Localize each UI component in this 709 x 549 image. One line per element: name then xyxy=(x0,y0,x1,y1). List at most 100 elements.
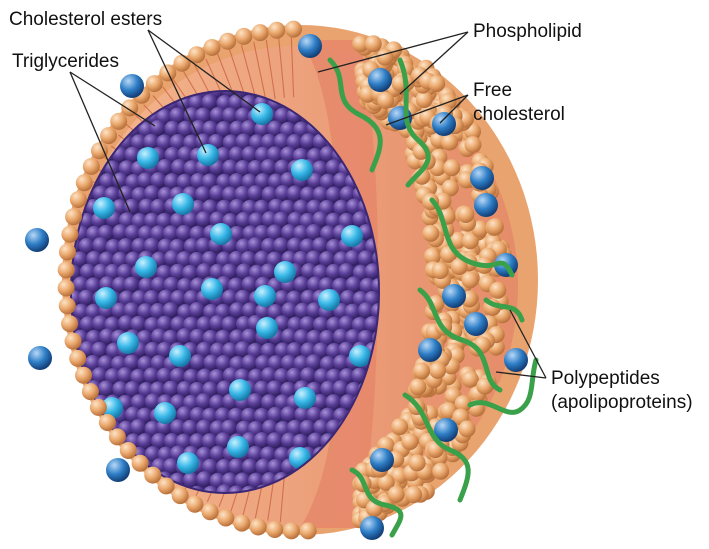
phospholipid-head xyxy=(186,496,203,513)
phospholipid-head xyxy=(441,134,458,151)
phospholipid-head xyxy=(109,428,126,445)
cholesterol-ester xyxy=(154,402,176,424)
triglyceride xyxy=(72,485,88,501)
triglyceride xyxy=(118,238,134,254)
phospholipid-head xyxy=(462,371,479,388)
triglyceride xyxy=(124,277,140,293)
triglyceride xyxy=(91,108,107,124)
cholesterol-ester xyxy=(318,289,340,311)
triglyceride xyxy=(72,458,88,474)
free-cholesterol xyxy=(106,458,130,482)
cholesterol-ester xyxy=(117,332,139,354)
phospholipid-head xyxy=(83,158,100,175)
triglyceride xyxy=(66,447,82,463)
cholesterol-ester xyxy=(294,387,316,409)
triglyceride xyxy=(260,159,276,175)
cholesterol-ester xyxy=(349,345,371,367)
phospholipid-head xyxy=(203,39,220,56)
triglyceride xyxy=(130,472,146,488)
triglyceride xyxy=(196,420,212,436)
cholesterol-ester xyxy=(95,287,117,309)
phospholipid-head xyxy=(405,486,422,503)
phospholipid-head xyxy=(58,261,75,278)
free-cholesterol xyxy=(470,166,494,190)
cholesterol-ester xyxy=(93,197,115,219)
phospholipid-head xyxy=(158,477,175,494)
phospholipid-head xyxy=(464,136,481,153)
phospholipid-head xyxy=(235,28,252,45)
free-cholesterol xyxy=(370,448,394,472)
phospholipid-head xyxy=(217,510,234,527)
phospholipid-head xyxy=(266,521,283,538)
triglyceride xyxy=(99,485,115,501)
triglyceride xyxy=(65,472,81,488)
phospholipid-head xyxy=(59,244,76,261)
phospholipid-head xyxy=(432,463,449,480)
phospholipid-head xyxy=(76,174,93,191)
cholesterol-ester xyxy=(256,317,278,339)
triglyceride xyxy=(196,393,212,409)
triglyceride xyxy=(189,302,205,318)
phospholipid-head xyxy=(461,271,478,288)
triglyceride xyxy=(73,407,89,423)
phospholipid-head xyxy=(70,191,87,208)
phospholipid-head xyxy=(283,522,300,539)
label-triglycerides: Triglycerides xyxy=(12,50,119,73)
phospholipid-head xyxy=(489,282,506,299)
phospholipid-head xyxy=(416,91,433,108)
cholesterol-ester xyxy=(254,285,276,307)
phospholipid-head xyxy=(409,454,426,471)
label-phospholipid: Phospholipid xyxy=(473,20,582,43)
phospholipid-head xyxy=(391,418,408,435)
triglyceride xyxy=(85,433,101,449)
phospholipid-head xyxy=(487,218,504,235)
triglyceride xyxy=(66,134,82,150)
phospholipid-head xyxy=(75,367,92,384)
triglyceride xyxy=(112,485,128,501)
cholesterol-ester xyxy=(341,225,363,247)
free-cholesterol xyxy=(418,338,442,362)
triglyceride xyxy=(130,419,146,435)
phospholipid-head xyxy=(432,262,449,279)
phospholipid-head xyxy=(376,49,393,66)
triglyceride xyxy=(66,161,82,177)
cholesterol-ester xyxy=(251,103,273,125)
phospholipid-head xyxy=(146,75,163,92)
triglyceride xyxy=(79,420,95,436)
phospholipid-head xyxy=(82,383,99,400)
phospholipid-head xyxy=(58,279,75,296)
label-free-cholesterol-line1: Free xyxy=(473,79,512,102)
phospholipid-head xyxy=(268,22,285,39)
free-cholesterol xyxy=(504,348,528,372)
triglyceride xyxy=(92,447,108,463)
triglyceride xyxy=(67,420,83,436)
triglyceride xyxy=(86,486,102,502)
phospholipid-head xyxy=(219,33,236,50)
phospholipid-head xyxy=(65,208,82,225)
triglyceride xyxy=(150,199,166,215)
phospholipid-head xyxy=(365,35,382,52)
triglyceride xyxy=(163,302,179,318)
triglyceride xyxy=(80,108,96,124)
free-cholesterol xyxy=(25,228,49,252)
free-cholesterol xyxy=(474,193,498,217)
triglyceride xyxy=(80,447,96,463)
free-cholesterol xyxy=(298,34,322,58)
triglyceride xyxy=(98,380,114,396)
triglyceride xyxy=(196,211,212,227)
phospholipid-head xyxy=(99,414,116,431)
triglyceride xyxy=(72,121,88,137)
phospholipid-head xyxy=(110,113,127,130)
free-cholesterol xyxy=(442,284,466,308)
triglyceride xyxy=(150,120,166,136)
triglyceride xyxy=(85,96,101,112)
phospholipid-head xyxy=(69,350,86,367)
phospholipid-head xyxy=(429,362,446,379)
triglyceride xyxy=(85,458,101,474)
label-polypeptides-line1: Polypeptides xyxy=(551,367,660,390)
triglyceride xyxy=(273,237,289,253)
free-cholesterol xyxy=(464,312,488,336)
phospholipid-head xyxy=(202,503,219,520)
free-cholesterol xyxy=(120,74,144,98)
